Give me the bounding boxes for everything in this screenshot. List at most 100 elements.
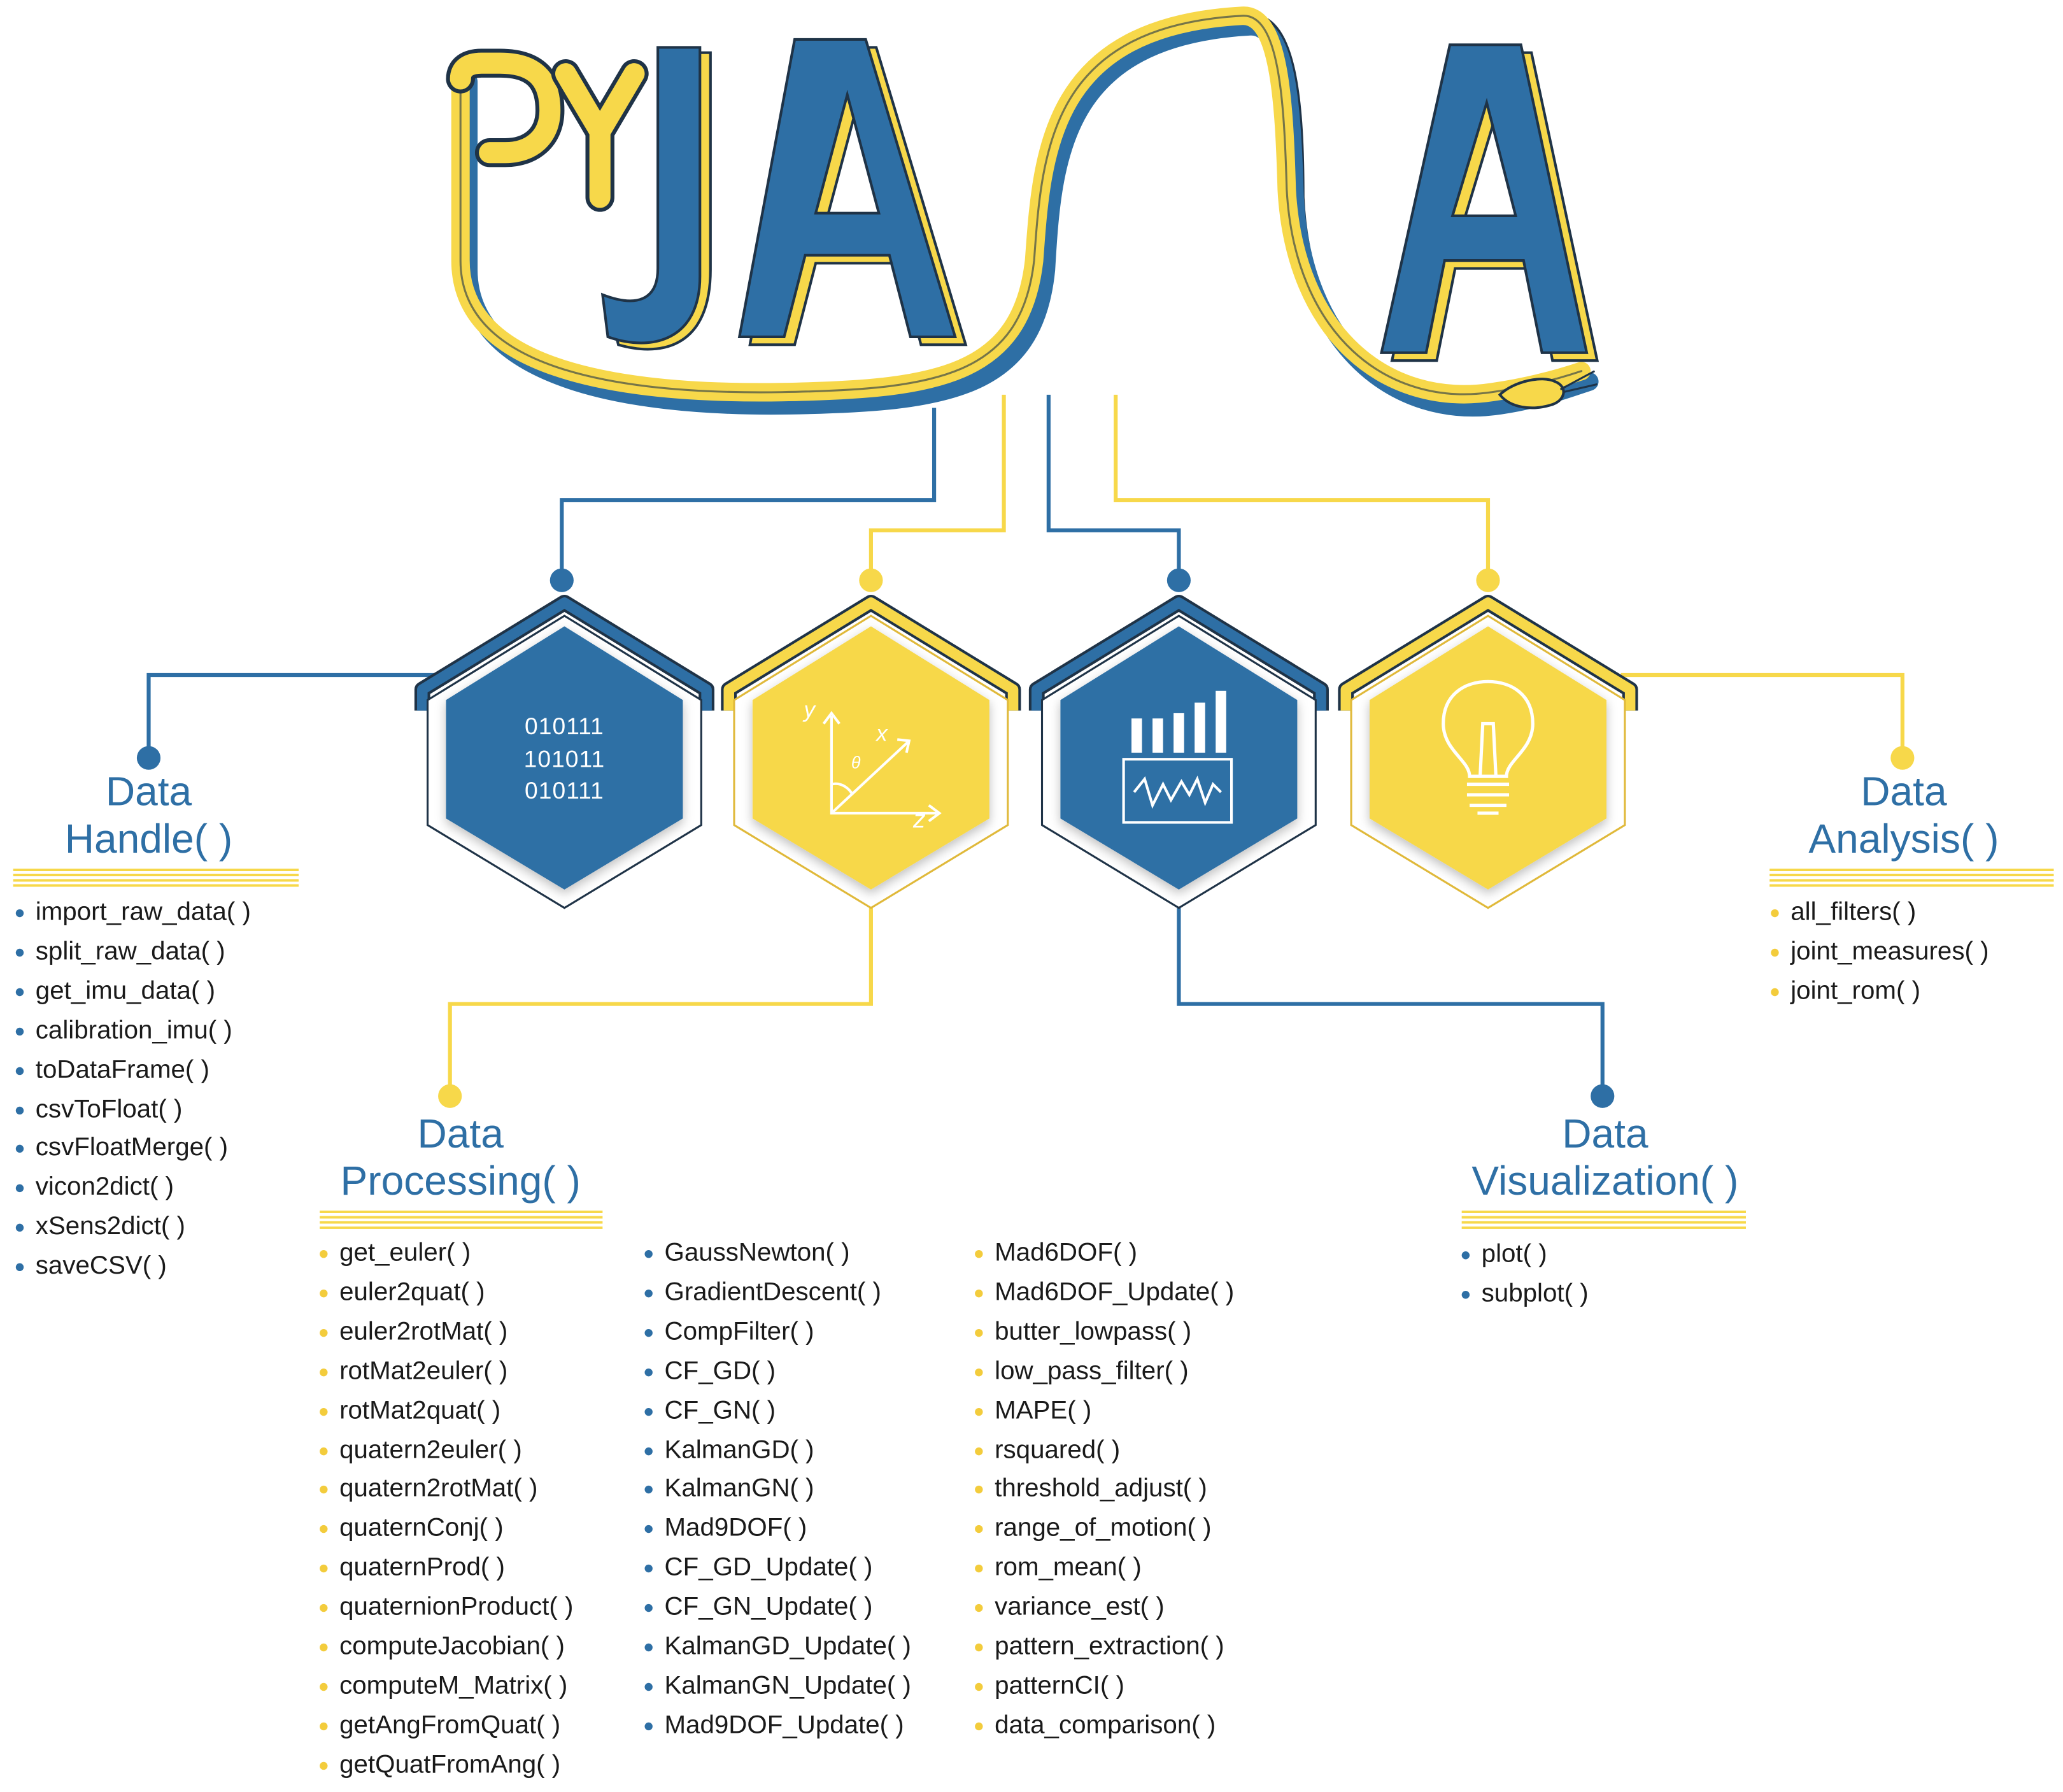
binary-code-icon: 010111 101011 010111: [499, 711, 630, 807]
data-analysis-function-list: all_filters( ) joint_measures( ) joint_rom…: [1771, 893, 1989, 1011]
bullet-dot-icon: [15, 1263, 24, 1272]
function-item: KalmanGN_Update( ): [644, 1667, 911, 1707]
function-name: Mad6DOF_Update( ): [995, 1277, 1235, 1307]
bullet-dot-icon: [15, 1145, 24, 1153]
title-line: Data: [105, 768, 192, 815]
function-item: euler2rotMat( ): [320, 1313, 573, 1353]
bullet-dot-icon: [320, 1249, 328, 1258]
coordinate-axes-icon: [822, 711, 942, 823]
hexagon-data-visualization: [1028, 594, 1329, 909]
pyjama-logo: [446, 6, 1599, 417]
function-item: saveCSV( ): [15, 1248, 251, 1287]
function-item: GaussNewton( ): [644, 1234, 911, 1274]
title-line: Handle( ): [64, 816, 233, 862]
function-item: subplot( ): [1461, 1275, 1589, 1314]
function-name: rotMat2euler( ): [339, 1356, 508, 1386]
function-item: euler2quat( ): [320, 1274, 573, 1313]
data-processing-function-list-3: Mad6DOF( )Mad6DOF_Update( )butter_lowpas…: [975, 1234, 1234, 1746]
data-analysis-title: Data Analysis( ): [1779, 769, 2029, 864]
function-name: plot( ): [1481, 1239, 1547, 1269]
function-name: joint_rom( ): [1790, 976, 1920, 1006]
bullet-dot-icon: [975, 1446, 983, 1455]
bullet-dot-icon: [15, 948, 24, 957]
bullet-dot-icon: [644, 1407, 653, 1416]
title-line: Processing( ): [340, 1158, 581, 1204]
title-underline: [13, 868, 299, 887]
function-item: rsquared( ): [975, 1431, 1234, 1470]
hexagon-data-analysis: [1338, 594, 1638, 909]
bullet-dot-icon: [1771, 948, 1779, 957]
function-item: data_comparison( ): [975, 1707, 1234, 1746]
bullet-dot-icon: [320, 1722, 328, 1730]
function-name: range_of_motion( ): [995, 1513, 1212, 1543]
bullet-dot-icon: [644, 1682, 653, 1691]
bullet-dot-icon: [644, 1249, 653, 1258]
function-name: Mad9DOF( ): [664, 1513, 807, 1543]
function-name: saveCSV( ): [35, 1251, 167, 1281]
function-item: Mad9DOF_Update( ): [644, 1707, 911, 1746]
function-item: get_imu_data( ): [15, 972, 251, 1012]
bullet-dot-icon: [1771, 909, 1779, 918]
function-item: KalmanGN( ): [644, 1470, 911, 1510]
title-line: Data: [1861, 768, 1947, 815]
bullet-dot-icon: [15, 1066, 24, 1075]
bullet-dot-icon: [1771, 988, 1779, 996]
function-name: split_raw_data( ): [35, 937, 225, 966]
function-name: Mad6DOF( ): [995, 1238, 1138, 1267]
function-name: rsquared( ): [995, 1435, 1121, 1464]
bullet-dot-icon: [644, 1368, 653, 1376]
function-name: threshold_adjust( ): [995, 1474, 1207, 1504]
function-item: getAngFromQuat( ): [320, 1707, 573, 1746]
function-name: KalmanGN( ): [664, 1474, 814, 1504]
function-name: csvFloatMerge( ): [35, 1133, 229, 1163]
connector-data-visualization: [1177, 907, 1605, 1093]
function-item: quaternionProduct( ): [320, 1588, 573, 1628]
bullet-dot-icon: [975, 1407, 983, 1416]
bullet-dot-icon: [975, 1486, 983, 1495]
function-item: csvToFloat( ): [15, 1090, 251, 1130]
bullet-dot-icon: [320, 1368, 328, 1376]
connector-dot: [1166, 568, 1191, 592]
function-item: quaternConj( ): [320, 1510, 573, 1549]
bullet-dot-icon: [15, 1224, 24, 1232]
function-name: quatern2rotMat( ): [339, 1474, 538, 1504]
function-name: joint_measures( ): [1790, 937, 1989, 966]
function-name: data_comparison( ): [995, 1710, 1216, 1740]
connector-data-analysis: [1620, 672, 1904, 756]
function-name: quaternConj( ): [339, 1513, 504, 1543]
bullet-dot-icon: [644, 1446, 653, 1455]
function-item: getQuatFromAng( ): [320, 1746, 573, 1786]
bullet-dot-icon: [1461, 1251, 1470, 1260]
function-name: all_filters( ): [1790, 897, 1917, 927]
function-item: variance_est( ): [975, 1588, 1234, 1628]
function-name: subplot( ): [1481, 1279, 1589, 1308]
function-item: Mad6DOF( ): [975, 1234, 1234, 1274]
connector-dot: [136, 746, 161, 770]
connector-dot: [1890, 746, 1915, 770]
axis-label-z: z: [913, 806, 926, 835]
bullet-dot-icon: [644, 1525, 653, 1533]
connector-data-processing: [448, 907, 873, 1093]
function-name: quaternProd( ): [339, 1553, 505, 1582]
hexagon-data-handle: [414, 594, 715, 909]
title-line: Data: [417, 1110, 504, 1157]
bullet-dot-icon: [975, 1328, 983, 1337]
bullet-dot-icon: [644, 1565, 653, 1573]
bullet-dot-icon: [320, 1643, 328, 1652]
function-item: vicon2dict( ): [15, 1169, 251, 1209]
connector-dot: [549, 568, 574, 592]
function-name: patternCI( ): [995, 1671, 1124, 1700]
function-item: CF_GD_Update( ): [644, 1549, 911, 1589]
connector-dot: [1591, 1084, 1615, 1108]
bullet-dot-icon: [320, 1289, 328, 1298]
function-item: Mad9DOF( ): [644, 1510, 911, 1549]
function-name: euler2quat( ): [339, 1277, 485, 1307]
function-name: CF_GD( ): [664, 1356, 776, 1386]
function-item: all_filters( ): [1771, 893, 1989, 933]
bullet-dot-icon: [15, 909, 24, 918]
function-item: low_pass_filter( ): [975, 1353, 1234, 1392]
title-underline: [1461, 1210, 1746, 1229]
function-item: KalmanGD( ): [644, 1431, 911, 1470]
function-name: CF_GN( ): [664, 1395, 776, 1425]
